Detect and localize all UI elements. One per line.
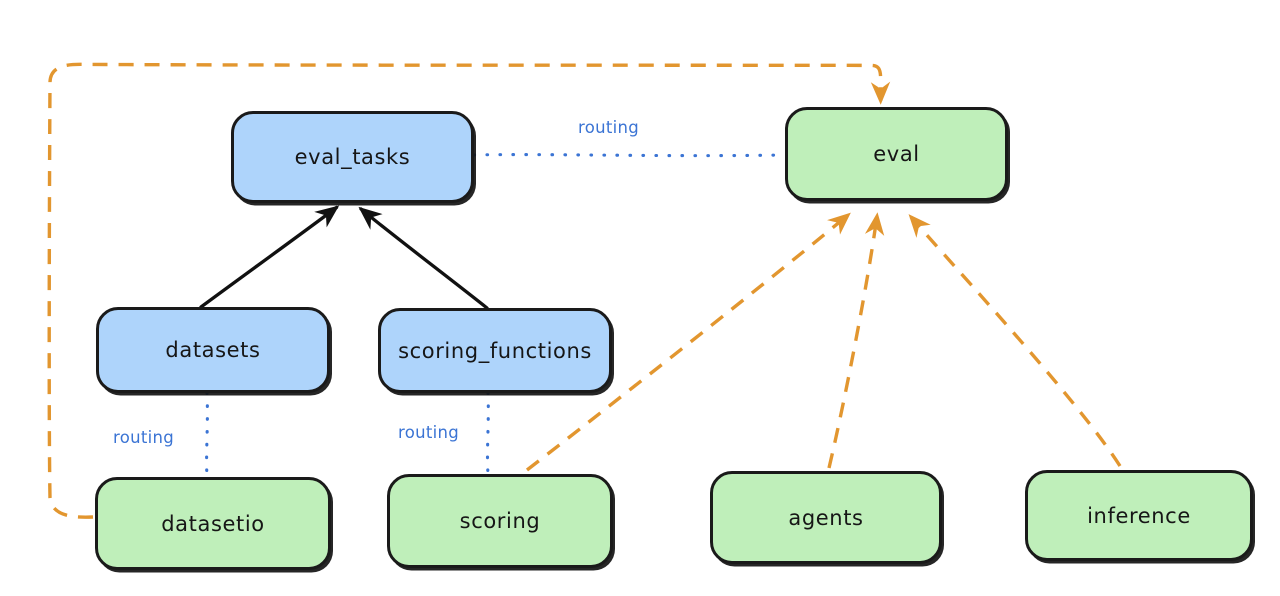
node-datasetio[interactable]: datasetio [95, 477, 331, 570]
routing-edge-eval-tasks-to-eval [472, 153, 786, 158]
node-scoring[interactable]: scoring [387, 474, 613, 568]
edge-scoring-to-eval [525, 212, 851, 472]
node-inference[interactable]: inference [1025, 470, 1253, 561]
edge-datasetio-to-eval [47, 62, 891, 519]
edge-label-routing-datasets-datasetio: routing [113, 428, 175, 447]
routing-edge-datasets-to-datasetio [205, 391, 209, 479]
edge-label-routing-scoring-functions-scoring: routing [398, 423, 460, 442]
node-datasets[interactable]: datasets [96, 307, 330, 393]
edge-inference-to-eval [908, 214, 1122, 467]
edge-agents-to-eval [827, 212, 885, 469]
routing-edge-scoring-functions-to-scoring [485, 391, 490, 476]
node-eval[interactable]: eval [785, 107, 1008, 201]
node-scoring-functions[interactable]: scoring_functions [378, 308, 612, 393]
node-agents[interactable]: agents [710, 471, 942, 564]
node-label-scoring-functions: scoring_functions [398, 338, 592, 363]
node-label-datasetio: datasetio [161, 511, 265, 536]
edge-scoring-functions-to-eval-tasks [358, 206, 489, 310]
edge-datasets-to-eval-tasks [199, 205, 340, 309]
node-label-eval: eval [873, 142, 920, 166]
node-label-agents: agents [788, 505, 864, 530]
node-label-inference: inference [1087, 503, 1191, 528]
edge-label-routing-eval-tasks-eval: routing [578, 118, 640, 137]
node-eval-tasks[interactable]: eval_tasks [231, 111, 474, 203]
node-label-scoring: scoring [459, 509, 541, 533]
node-label-datasets: datasets [165, 338, 261, 362]
node-label-eval-tasks: eval_tasks [294, 145, 411, 169]
